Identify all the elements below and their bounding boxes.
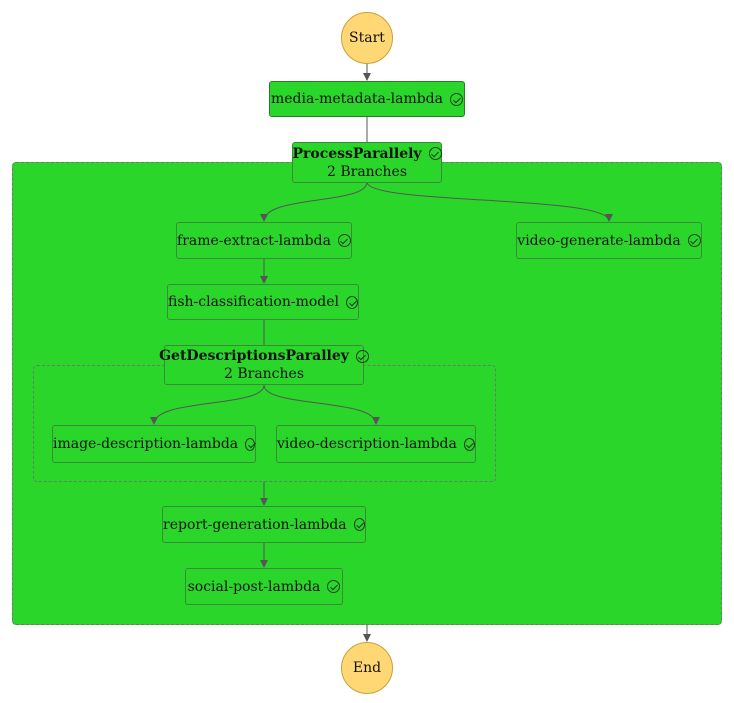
check-circle-icon bbox=[337, 234, 351, 247]
check-circle-icon bbox=[355, 349, 369, 363]
parallel-title: ProcessParallely bbox=[292, 145, 422, 162]
check-circle-icon bbox=[346, 295, 358, 309]
state-media-metadata-lambda[interactable]: media-metadata-lambda bbox=[269, 81, 465, 117]
state-label: social-post-lambda bbox=[187, 578, 321, 595]
state-social-post-lambda[interactable]: social-post-lambda bbox=[185, 568, 343, 605]
state-label: image-description-lambda bbox=[53, 436, 239, 452]
check-circle-icon bbox=[353, 518, 365, 531]
state-frame-extract-lambda[interactable]: frame-extract-lambda bbox=[176, 222, 352, 259]
parallel-title-row: ProcessParallely bbox=[292, 145, 442, 163]
state-process-parallely[interactable]: ProcessParallely 2 Branches bbox=[292, 142, 442, 183]
state-report-generation-lambda[interactable]: report-generation-lambda bbox=[162, 506, 366, 543]
state-label: report-generation-lambda bbox=[163, 516, 347, 533]
start-label: Start bbox=[349, 30, 385, 46]
state-label: video-generate-lambda bbox=[517, 232, 681, 249]
check-circle-icon bbox=[428, 147, 442, 160]
parallel-title: GetDescriptionsParalley bbox=[159, 348, 349, 364]
state-label: fish-classification-model bbox=[168, 294, 340, 310]
check-circle-icon bbox=[450, 92, 463, 106]
check-circle-icon bbox=[463, 437, 475, 451]
start-node[interactable]: Start bbox=[341, 12, 393, 64]
state-label: video-description-lambda bbox=[277, 436, 457, 452]
parallel-title-row: GetDescriptionsParalley bbox=[159, 347, 369, 365]
check-circle-icon bbox=[245, 437, 255, 451]
parallel-branch-count: 2 Branches bbox=[326, 163, 408, 180]
state-image-description-lambda[interactable]: image-description-lambda bbox=[52, 425, 256, 463]
check-circle-icon bbox=[687, 234, 701, 247]
check-circle-icon bbox=[327, 580, 341, 593]
state-fish-classification-model[interactable]: fish-classification-model bbox=[167, 284, 359, 320]
state-video-description-lambda[interactable]: video-description-lambda bbox=[276, 425, 476, 463]
end-label: End bbox=[352, 660, 382, 676]
state-get-descriptions-paralley[interactable]: GetDescriptionsParalley 2 Branches bbox=[159, 345, 369, 385]
parallel-branch-count: 2 Branches bbox=[223, 366, 305, 382]
end-node[interactable]: End bbox=[341, 642, 393, 694]
state-label: frame-extract-lambda bbox=[177, 232, 331, 249]
state-video-generate-lambda[interactable]: video-generate-lambda bbox=[516, 222, 702, 259]
state-label: media-metadata-lambda bbox=[271, 91, 443, 107]
